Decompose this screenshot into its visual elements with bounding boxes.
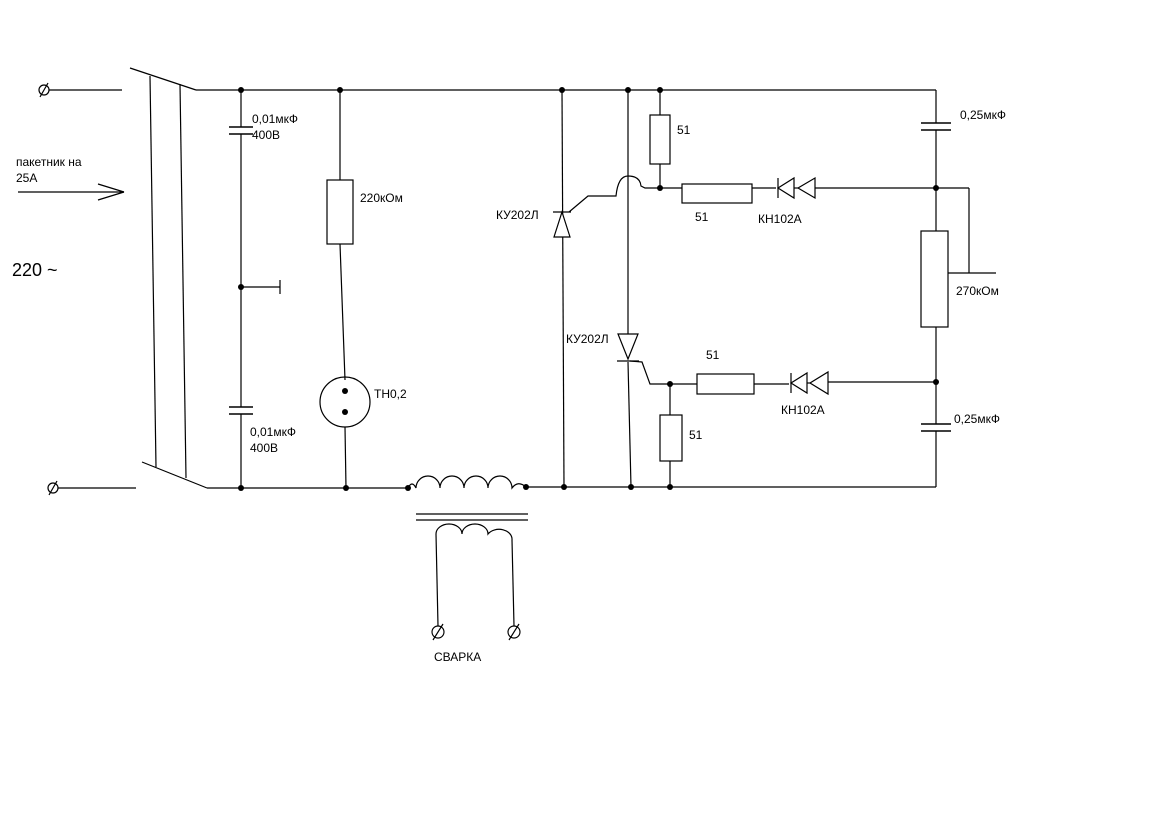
- input-terminal-bottom: [47, 480, 136, 496]
- resistor-51-vertical-top: [649, 114, 671, 165]
- cap-bottom-voltage-label: 400В: [250, 441, 278, 455]
- junction-dots: [238, 87, 939, 491]
- cap-bottom-value-label: 0,01мкФ: [250, 425, 296, 439]
- diac-top-label: КН102А: [758, 212, 802, 226]
- filter-capacitor-top: [229, 90, 253, 407]
- diac-bottom-icon: [789, 370, 936, 396]
- resistor-220k: [326, 179, 354, 245]
- welding-transformer-icon: [407, 475, 528, 627]
- thyristor-bottom-label: КУ202Л: [566, 332, 609, 346]
- potentiometer-270k: [920, 230, 949, 328]
- thyristor-top-icon: [553, 175, 660, 238]
- switch-note-line2: 25А: [16, 171, 37, 185]
- resistor-220k-label: 220кОм: [360, 191, 403, 205]
- resistor-51-horizontal-bottom: [696, 373, 755, 395]
- cap-top-value-label: 0,01мкФ: [252, 112, 298, 126]
- filter-capacitor-bottom: [229, 406, 253, 488]
- thyristor-top-label: КУ202Л: [496, 208, 539, 222]
- input-terminal-top: [38, 82, 122, 98]
- potentiometer-wiper: [936, 187, 996, 274]
- output-terminal-right: [507, 623, 521, 641]
- resistor-51-vertical-bottom: [659, 414, 683, 462]
- capacitor-right-bottom: [921, 423, 951, 487]
- output-terminal-left: [431, 623, 445, 641]
- cap-top-voltage-label: 400В: [252, 128, 280, 142]
- capacitor-right-top: [921, 90, 951, 231]
- cap-right-top-label: 0,25мкФ: [960, 108, 1006, 122]
- welding-output-label: СВАРКА: [434, 650, 481, 664]
- diac-bottom-label: КН102А: [781, 403, 825, 417]
- switch-note-line1: пакетник на: [16, 155, 82, 169]
- cap-right-bottom-label: 0,25мкФ: [954, 412, 1000, 426]
- res-51-vertical-top-label: 51: [677, 123, 691, 137]
- res-51-vertical-bottom-label: 51: [689, 428, 703, 442]
- res-51-horizontal-bottom-label: 51: [706, 348, 720, 362]
- pot-270k-label: 270кОм: [956, 284, 999, 298]
- lamp-label: ТН0,2: [374, 387, 407, 401]
- thyristor-bottom-icon: [617, 333, 670, 385]
- arrow-icon: [18, 183, 125, 201]
- neon-lamp-icon: [319, 376, 371, 428]
- resistor-51-horizontal-top: [681, 183, 753, 204]
- circuit-breaker-switch: [129, 67, 208, 489]
- supply-voltage-label: 220 ~: [12, 260, 58, 280]
- ground-icon: [241, 280, 281, 294]
- res-51-horizontal-top-label: 51: [695, 210, 709, 224]
- diac-top-icon: [776, 176, 936, 200]
